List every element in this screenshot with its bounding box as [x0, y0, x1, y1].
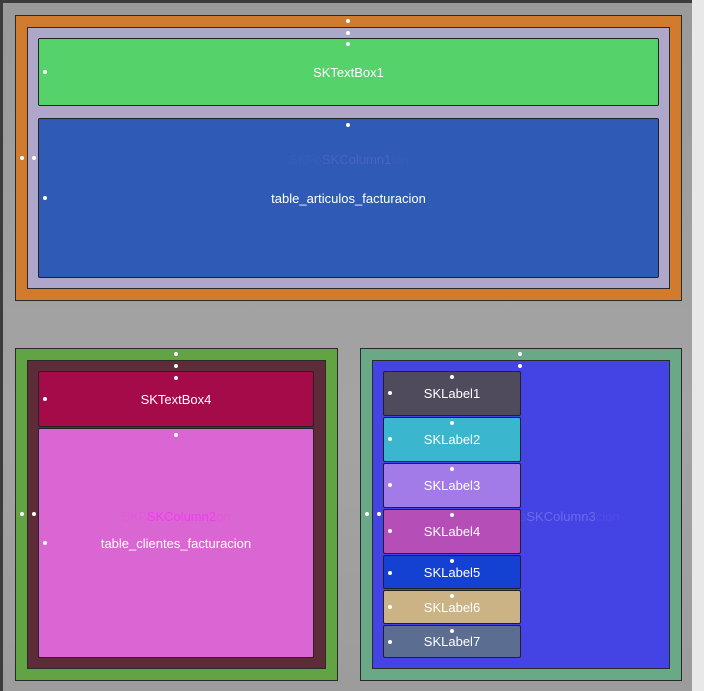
- anchor-handle[interactable]: [20, 512, 24, 516]
- sktextbox4[interactable]: SKTextBox4: [38, 371, 314, 427]
- anchor-handle[interactable]: [43, 70, 47, 74]
- sktextbox4-label: SKTextBox4: [140, 391, 212, 407]
- anchor-handle[interactable]: [174, 352, 178, 356]
- sklabel2[interactable]: SKLabel2: [383, 417, 521, 462]
- anchor-handle[interactable]: [450, 375, 454, 379]
- anchor-handle[interactable]: [32, 156, 36, 160]
- sklabel7[interactable]: SKLabel7: [383, 625, 521, 658]
- anchor-handle[interactable]: [20, 156, 24, 160]
- anchor-handle[interactable]: [450, 467, 454, 471]
- table-articulos-facturacion-label: table_articulos_facturacion: [271, 190, 426, 206]
- anchor-handle[interactable]: [388, 571, 392, 575]
- anchor-handle[interactable]: [450, 594, 454, 598]
- anchor-handle[interactable]: [518, 364, 522, 368]
- sktextbox1[interactable]: SKTextBox1: [38, 38, 659, 106]
- anchor-handle[interactable]: [43, 196, 47, 200]
- sklabel6-text: SKLabel6: [423, 599, 481, 615]
- anchor-handle[interactable]: [346, 19, 350, 23]
- sklabel7-text: SKLabel7: [423, 634, 481, 649]
- scrollbar-track[interactable]: [692, 0, 704, 691]
- sklabel2-text: SKLabel2: [423, 432, 481, 447]
- sklabel3-text: SKLabel3: [423, 478, 481, 493]
- anchor-handle[interactable]: [450, 513, 454, 517]
- table-clientes-facturacion[interactable]: table_clientes_facturacion: [38, 428, 314, 658]
- sktextbox1-label: SKTextBox1: [313, 64, 384, 80]
- anchor-handle[interactable]: [450, 421, 454, 425]
- anchor-handle[interactable]: [43, 541, 47, 545]
- anchor-handle[interactable]: [388, 640, 392, 644]
- anchor-handle[interactable]: [450, 629, 454, 633]
- anchor-handle[interactable]: [388, 437, 392, 441]
- anchor-handle[interactable]: [450, 559, 454, 563]
- anchor-handle[interactable]: [174, 433, 178, 437]
- anchor-handle[interactable]: [32, 512, 36, 516]
- anchor-handle[interactable]: [346, 123, 350, 127]
- anchor-handle[interactable]: [346, 42, 350, 46]
- anchor-handle[interactable]: [377, 512, 381, 516]
- anchor-handle[interactable]: [174, 364, 178, 368]
- anchor-handle[interactable]: [388, 529, 392, 533]
- anchor-handle[interactable]: [388, 605, 392, 609]
- anchor-handle[interactable]: [174, 376, 178, 380]
- anchor-handle[interactable]: [346, 31, 350, 35]
- anchor-handle[interactable]: [388, 483, 392, 487]
- sklabel1-text: SKLabel1: [423, 386, 481, 401]
- table-articulos-facturacion[interactable]: table_articulos_facturacion: [38, 118, 659, 278]
- sklabel4-text: SKLabel4: [423, 524, 481, 539]
- anchor-handle[interactable]: [365, 512, 369, 516]
- table-clientes-facturacion-label: table_clientes_facturacion: [100, 535, 252, 551]
- anchor-handle[interactable]: [388, 391, 392, 395]
- sklabel5-text: SKLabel5: [423, 564, 481, 580]
- anchor-handle[interactable]: [518, 352, 522, 356]
- sklabel5[interactable]: SKLabel5: [383, 555, 521, 589]
- anchor-handle[interactable]: [43, 397, 47, 401]
